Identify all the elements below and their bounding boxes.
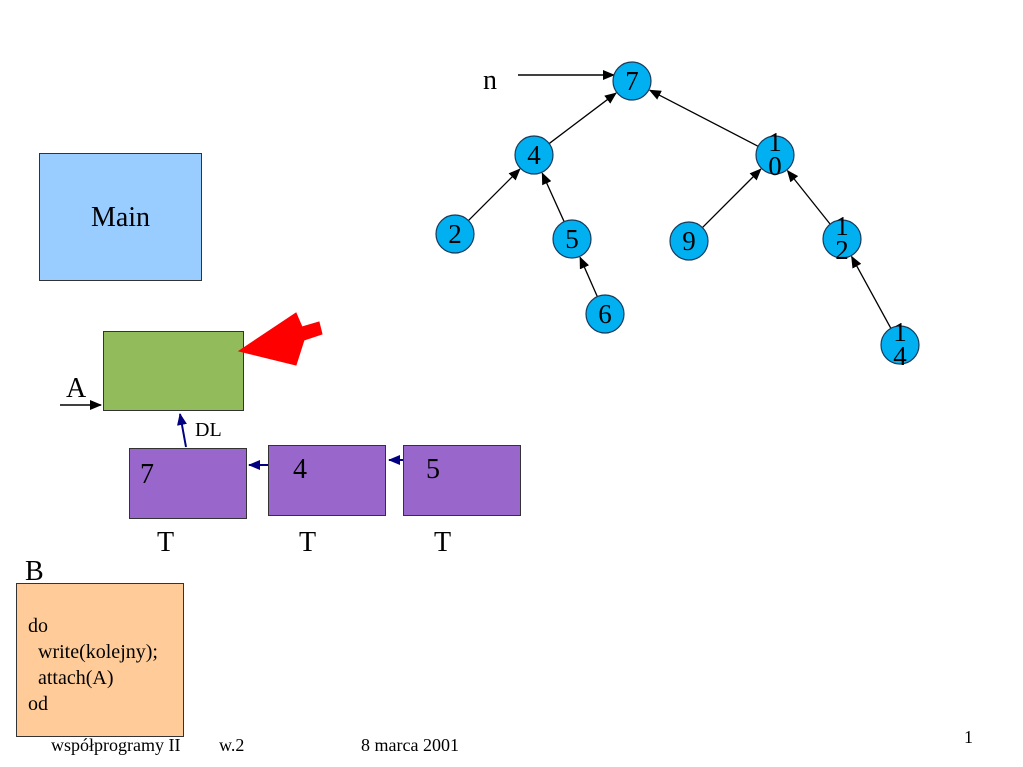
coroutine-a-box: [103, 331, 244, 411]
tree-node-circle: [612, 61, 652, 101]
tree-node-n9: 9: [669, 221, 709, 261]
tree-node-circle: [435, 214, 475, 254]
tree-node-n4: 4: [514, 135, 554, 175]
t-box-3-value: 5: [426, 454, 440, 485]
tree-node-circle: [755, 135, 795, 175]
tree-node-label: 1: [893, 317, 907, 347]
tree-edge-n2-to-n4: [467, 168, 521, 222]
tree-node-label: 6: [598, 299, 612, 329]
tree-node-n7: 7: [612, 61, 652, 101]
label-b: B: [25, 556, 44, 587]
tree-node-n5: 5: [552, 219, 592, 259]
t-box-2: 4: [268, 445, 386, 516]
t-box-2-value: 4: [293, 454, 307, 485]
tree-node-label: 0: [768, 151, 782, 181]
t-box-3: 5: [403, 445, 521, 516]
tree-edge-n6-to-n5: [579, 256, 598, 297]
tree-node-n14: 14: [880, 317, 920, 371]
label-n: n: [483, 65, 497, 96]
tree-node-n2: 2: [435, 214, 475, 254]
tree-node-label: 1: [835, 211, 849, 241]
tree-node-circle: [669, 221, 709, 261]
t-box-3-label: T: [434, 527, 452, 558]
dl-arrow: [177, 413, 187, 448]
t-box-1-label: T: [157, 527, 175, 558]
tree-node-circle: [514, 135, 554, 175]
tree-edge-n5-to-n4: [541, 172, 565, 222]
tree-node-label: 9: [682, 226, 696, 256]
tree-edges: [467, 89, 892, 329]
tree-edge-n14-to-n12: [851, 255, 892, 329]
tree-node-label: 2: [448, 219, 462, 249]
label-a: A: [66, 373, 87, 404]
code-text: do write(kolejny); attach(A) od: [28, 615, 158, 715]
footer-version: w.2: [219, 735, 245, 755]
tree-node-n6: 6: [585, 294, 625, 334]
tree-edge-n10-to-n7: [648, 89, 759, 147]
label-dl: DL: [195, 419, 222, 441]
tree-node-label: 2: [835, 235, 849, 265]
tree-node-label: 4: [527, 140, 541, 170]
footer-date: 8 marca 2001: [361, 735, 459, 755]
tree-edge-n4-to-n7: [548, 92, 617, 145]
tree-edge-n12-to-n10: [786, 169, 831, 225]
main-box-label: Main: [90, 202, 151, 233]
tree-node-circle: [822, 219, 862, 259]
main-box: Main: [39, 153, 202, 281]
code-box: do write(kolejny); attach(A) od: [16, 583, 184, 737]
tree-node-n12: 12: [822, 211, 862, 265]
tree-node-n10: 10: [755, 127, 795, 181]
tree-node-circle: [880, 325, 920, 365]
tree-node-label: 4: [893, 341, 907, 371]
footer-title: współprogramy II: [51, 735, 181, 755]
tree-node-label: 5: [565, 224, 579, 254]
t-box-1-value: 7: [140, 459, 154, 490]
tree-node-label: 1: [768, 127, 782, 157]
t-box-1: 7: [129, 448, 247, 519]
tree-edge-n9-to-n10: [701, 168, 762, 229]
tree-node-circle: [552, 219, 592, 259]
tree-node-circle: [585, 294, 625, 334]
page-number: 1: [964, 727, 973, 747]
red-pointer-arrow: [237, 312, 323, 366]
t-box-2-label: T: [299, 527, 317, 558]
tree-node-label: 7: [625, 66, 639, 96]
